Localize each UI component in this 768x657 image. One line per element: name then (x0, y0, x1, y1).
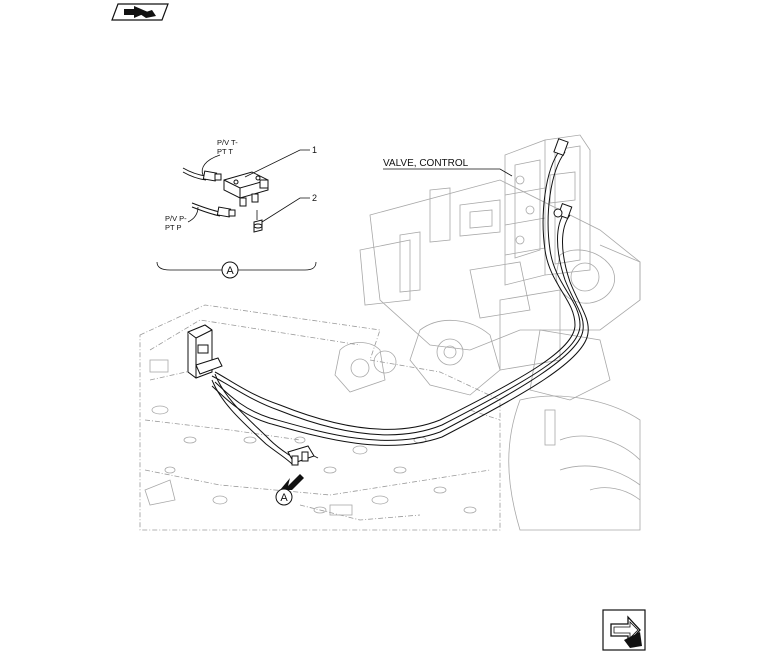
pv-t-label-line1: P/V T- (217, 138, 238, 147)
previous-page-arrow-icon[interactable] (111, 3, 169, 21)
view-a-label: A (280, 492, 288, 504)
valve-control-label: VALVE, CONTROL (383, 158, 469, 169)
detail-a-inset: A P/V T- PT T P/V P- PT P 1 2 (156, 138, 317, 279)
callout-2: 2 (312, 193, 317, 203)
next-page-arrow-icon[interactable] (602, 609, 646, 651)
hydraulic-hoses (211, 138, 589, 465)
pressure-sensor-installed (287, 445, 319, 466)
pv-p-label-line1: P/V P- (165, 214, 187, 223)
pv-p-label-line2: PT P (165, 223, 182, 232)
control-valve (459, 134, 591, 286)
valve-control-callout: VALVE, CONTROL (383, 158, 513, 177)
view-a-indicator: A (275, 474, 304, 506)
solenoid-valve-block (187, 324, 223, 379)
detail-a-label: A (226, 265, 234, 277)
pv-t-label-line2: PT T (217, 147, 233, 156)
callout-1: 1 (312, 145, 317, 155)
machine-frame-outline (139, 179, 641, 531)
